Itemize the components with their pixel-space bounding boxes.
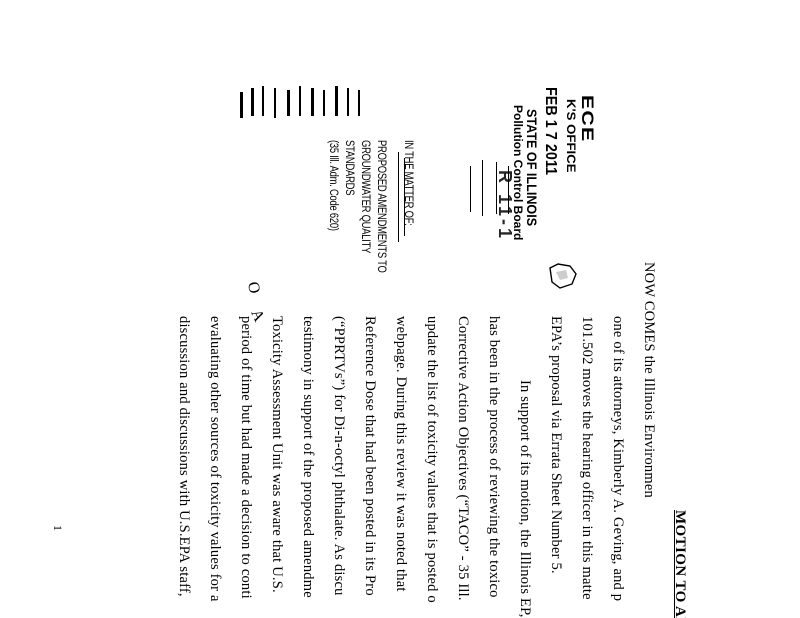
stamp-received: ECE: [578, 95, 597, 143]
stamp-bar: [299, 86, 301, 116]
body-line: evaluating other sources of toxicity val…: [207, 316, 223, 602]
body-line: one of its attorneys, Kimberly A. Geving…: [610, 316, 626, 602]
stamp-bar: [358, 90, 360, 116]
case-stamp-mark: [508, 166, 509, 214]
stamp-bar: [323, 90, 325, 116]
body-line: Reference Dose that had been posted in i…: [362, 316, 378, 596]
body-line: In support of its motion, the Illinois E…: [517, 380, 533, 618]
stamp-bar: [262, 86, 264, 116]
body-line: 101.502 moves the hearing officer in thi…: [579, 316, 595, 600]
caption-line: (35 Ill. Adm. Code 620): [327, 140, 339, 231]
stamp-bar: [311, 88, 314, 116]
body-line: has been in the process of reviewing the…: [486, 316, 502, 598]
case-stamp-mark: [496, 162, 497, 214]
case-number-stamp: R 11-1: [495, 170, 515, 242]
page-number: 1: [51, 525, 65, 531]
caption-line: STANDARDS: [343, 140, 355, 196]
stamp-bar: [240, 92, 243, 118]
body-line: webpage. During this review it was noted…: [393, 316, 409, 592]
stamp-bar: [335, 86, 338, 116]
stamp-clerks-office: K'S OFFICE: [564, 99, 578, 173]
body-line: (“PPRTVs”) for Di-n-octyl phthalate. As …: [331, 316, 347, 596]
body-line: Corrective Action Objectives (“TACO” - 3…: [455, 316, 471, 601]
stamp-bar: [347, 88, 349, 116]
body-line: period of time but had made a decision t…: [238, 316, 254, 599]
rotated-content: ECE K'S OFFICE FEB 1 7 2011 STATE OF ILL…: [0, 20, 690, 618]
caption-line: PROPOSED AMENDMENTS TO: [375, 140, 387, 273]
caption-bracket-line: [398, 152, 399, 242]
body-line: NOW COMES the Illinois Environmen: [641, 262, 657, 498]
caption-line: IN THE MATTER OF:: [402, 140, 414, 226]
body-line: Toxicity Assessment Unit was aware that …: [269, 316, 285, 593]
stamp-bar: [251, 88, 254, 116]
caption-bracket-line: [404, 158, 405, 236]
scan-blot: [549, 263, 577, 289]
document-title: MOTION TO AME: [672, 510, 688, 618]
body-line: discussion and discussions with U.S.EPA …: [176, 316, 192, 597]
stamp-bar: [274, 88, 276, 118]
margin-mark: O: [244, 280, 263, 295]
stamp-date: FEB 1 7 2011: [542, 87, 559, 176]
case-stamp-mark: [482, 160, 483, 216]
case-stamp-mark: [470, 166, 471, 212]
caption-line: GROUNDWATER QUALITY: [359, 140, 371, 254]
stamp-bar: [287, 90, 290, 116]
body-line: testimony in support of the proposed ame…: [300, 316, 316, 598]
body-line: update the list of toxicity values that …: [424, 316, 440, 603]
body-line: EPA’s proposal via Errata Sheet Number 5…: [548, 316, 564, 574]
stamp-state: STATE OF ILLINOIS: [524, 109, 540, 227]
